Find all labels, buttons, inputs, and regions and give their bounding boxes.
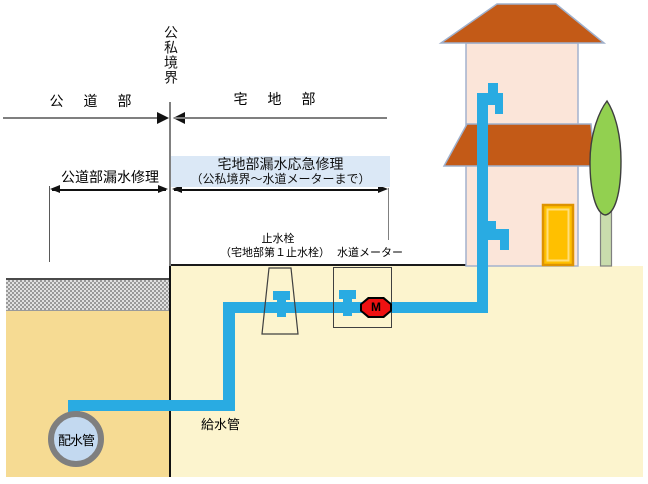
faucet-icon <box>485 229 509 240</box>
road-pavement-hatch <box>6 278 170 311</box>
house-awning <box>442 123 596 167</box>
stop-valve-icon <box>277 300 286 317</box>
faucet-icon <box>477 93 503 105</box>
arrowhead-left-icon <box>172 185 182 193</box>
emergency-repair-subtitle: （公私境界～水道メーターまで） <box>190 171 371 186</box>
emergency-repair-title: 宅地部漏水応急修理 <box>217 156 344 172</box>
supply-pipe-label: 給水管 <box>201 417 241 432</box>
water-meter-label: 水道メーター <box>337 247 403 259</box>
arrowhead-right-icon <box>158 185 168 193</box>
supply-pipe-vertical <box>223 302 235 411</box>
repair-range-line-private <box>174 189 378 191</box>
house-door <box>541 203 575 267</box>
faucet-icon <box>495 105 503 114</box>
tree-trunk <box>599 211 613 267</box>
distribution-pipe-label: 配水管 <box>57 432 95 448</box>
arrowhead-left-icon <box>50 185 60 193</box>
supply-pipe-bottom <box>68 400 235 411</box>
emergency-repair-box: 宅地部漏水応急修理 （公私境界～水道メーターまで） <box>171 156 390 187</box>
faucet-icon <box>500 240 509 250</box>
stop-valve-label: 止水栓 <box>261 233 295 245</box>
arrowhead-right-icon <box>157 112 169 124</box>
water-meter-mark: M <box>371 300 381 314</box>
water-meter-box <box>333 267 392 328</box>
zone-label-public-road: 公 道 部 <box>49 93 135 109</box>
boundary-label-vertical: 公私境界 <box>163 25 179 85</box>
repair-range-line-public <box>52 189 166 191</box>
water-meter-icon: M <box>360 297 392 318</box>
supply-pipe-horizontal <box>223 302 488 313</box>
stop-valve-icon <box>273 291 290 300</box>
stop-valve-sub-label: （宅地部第１止水栓） <box>220 247 330 259</box>
extension-line-left <box>49 186 50 262</box>
house-door-bevel <box>546 208 570 262</box>
distribution-pipe-icon: 配水管 <box>48 411 104 467</box>
zone-label-private-lot: 宅 地 部 <box>233 91 319 107</box>
boundary-line-lower <box>169 266 171 477</box>
house-roof <box>438 3 607 44</box>
extension-line-right <box>388 188 389 240</box>
boundary-line-upper <box>169 102 171 279</box>
zone-line-public <box>3 117 157 119</box>
meter-valve-icon <box>343 299 352 316</box>
soil-private-lot <box>170 266 643 477</box>
repair-label-public: 公道部漏水修理 <box>61 169 159 185</box>
arrowhead-right-icon <box>378 185 388 193</box>
tree-canopy <box>589 99 622 216</box>
water-meter-body <box>362 299 390 316</box>
supply-pipe-riser <box>477 93 488 313</box>
meter-valve-icon <box>339 290 356 299</box>
zone-line-private <box>174 117 387 119</box>
ground-surface-line <box>170 264 467 266</box>
